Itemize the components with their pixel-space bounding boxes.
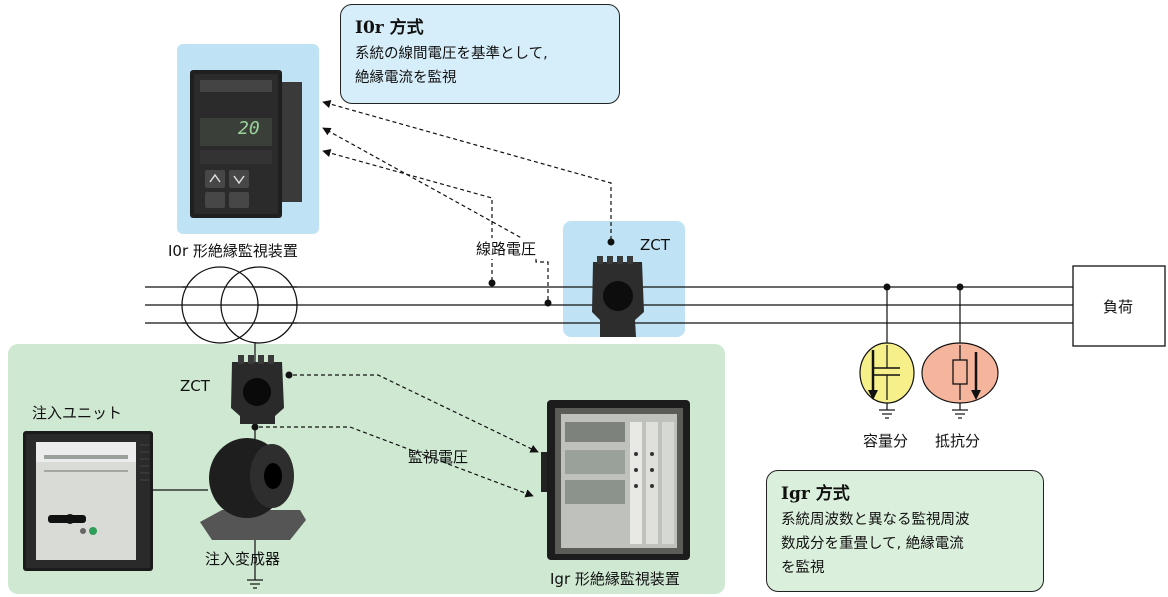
igr-method-title: Igr 方式 bbox=[781, 484, 850, 504]
monitor-voltage-path bbox=[259, 426, 534, 498]
ior-device bbox=[190, 70, 302, 218]
ior-method-callout: I0r 方式 系統の線間電圧を基準として, 絶縁電流を監視 bbox=[340, 4, 620, 104]
igr-device-label: Igr 形絶縁監視装置 bbox=[550, 570, 680, 588]
injection-transformer-device bbox=[200, 438, 306, 540]
load-label: 負荷 bbox=[1103, 298, 1134, 316]
igr-method-desc-2: 数成分を重畳して, 絶縁電流 bbox=[781, 536, 964, 552]
zct-signal-path bbox=[322, 100, 612, 240]
capacitance-symbol bbox=[859, 342, 915, 404]
zct-top-device bbox=[592, 256, 644, 337]
zct-bottom-label: ZCT bbox=[180, 377, 210, 395]
injection-unit-device bbox=[23, 431, 153, 571]
injection-transformer-label: 注入変成器 bbox=[205, 550, 281, 568]
capacitance-label: 容量分 bbox=[863, 432, 909, 450]
ior-method-desc-1: 系統の線間電圧を基準として, bbox=[355, 46, 548, 62]
igr-method-desc-1: 系統周波数と異なる監視周波 bbox=[781, 512, 970, 528]
line-voltage-path-2 bbox=[322, 127, 549, 300]
ior-device-display: 20 bbox=[238, 118, 260, 139]
zct-bottom-device bbox=[231, 355, 284, 424]
ground-symbols bbox=[247, 409, 968, 589]
monitor-voltage-label: 監視電圧 bbox=[408, 448, 469, 466]
injection-unit-label: 注入ユニット bbox=[32, 404, 123, 422]
zct-signal-path-bottom bbox=[293, 374, 539, 453]
ior-method-title: I0r 方式 bbox=[355, 18, 424, 38]
line-voltage-label: 線路電圧 bbox=[474, 238, 539, 259]
ior-device-label: I0r 形絶縁監視装置 bbox=[168, 242, 298, 260]
igr-device bbox=[541, 400, 690, 560]
zct-top-label: ZCT bbox=[640, 236, 670, 254]
igr-method-desc-3: を監視 bbox=[781, 560, 825, 576]
line-voltage-path-1 bbox=[322, 148, 493, 281]
load-box bbox=[1072, 265, 1166, 347]
ior-method-desc-2: 絶縁電流を監視 bbox=[355, 70, 457, 86]
resistance-label: 抵抗分 bbox=[935, 432, 981, 450]
igr-method-callout: Igr 方式 系統周波数と異なる監視周波 数成分を重畳して, 絶縁電流 を監視 bbox=[766, 470, 1044, 592]
resistance-symbol bbox=[921, 342, 999, 404]
